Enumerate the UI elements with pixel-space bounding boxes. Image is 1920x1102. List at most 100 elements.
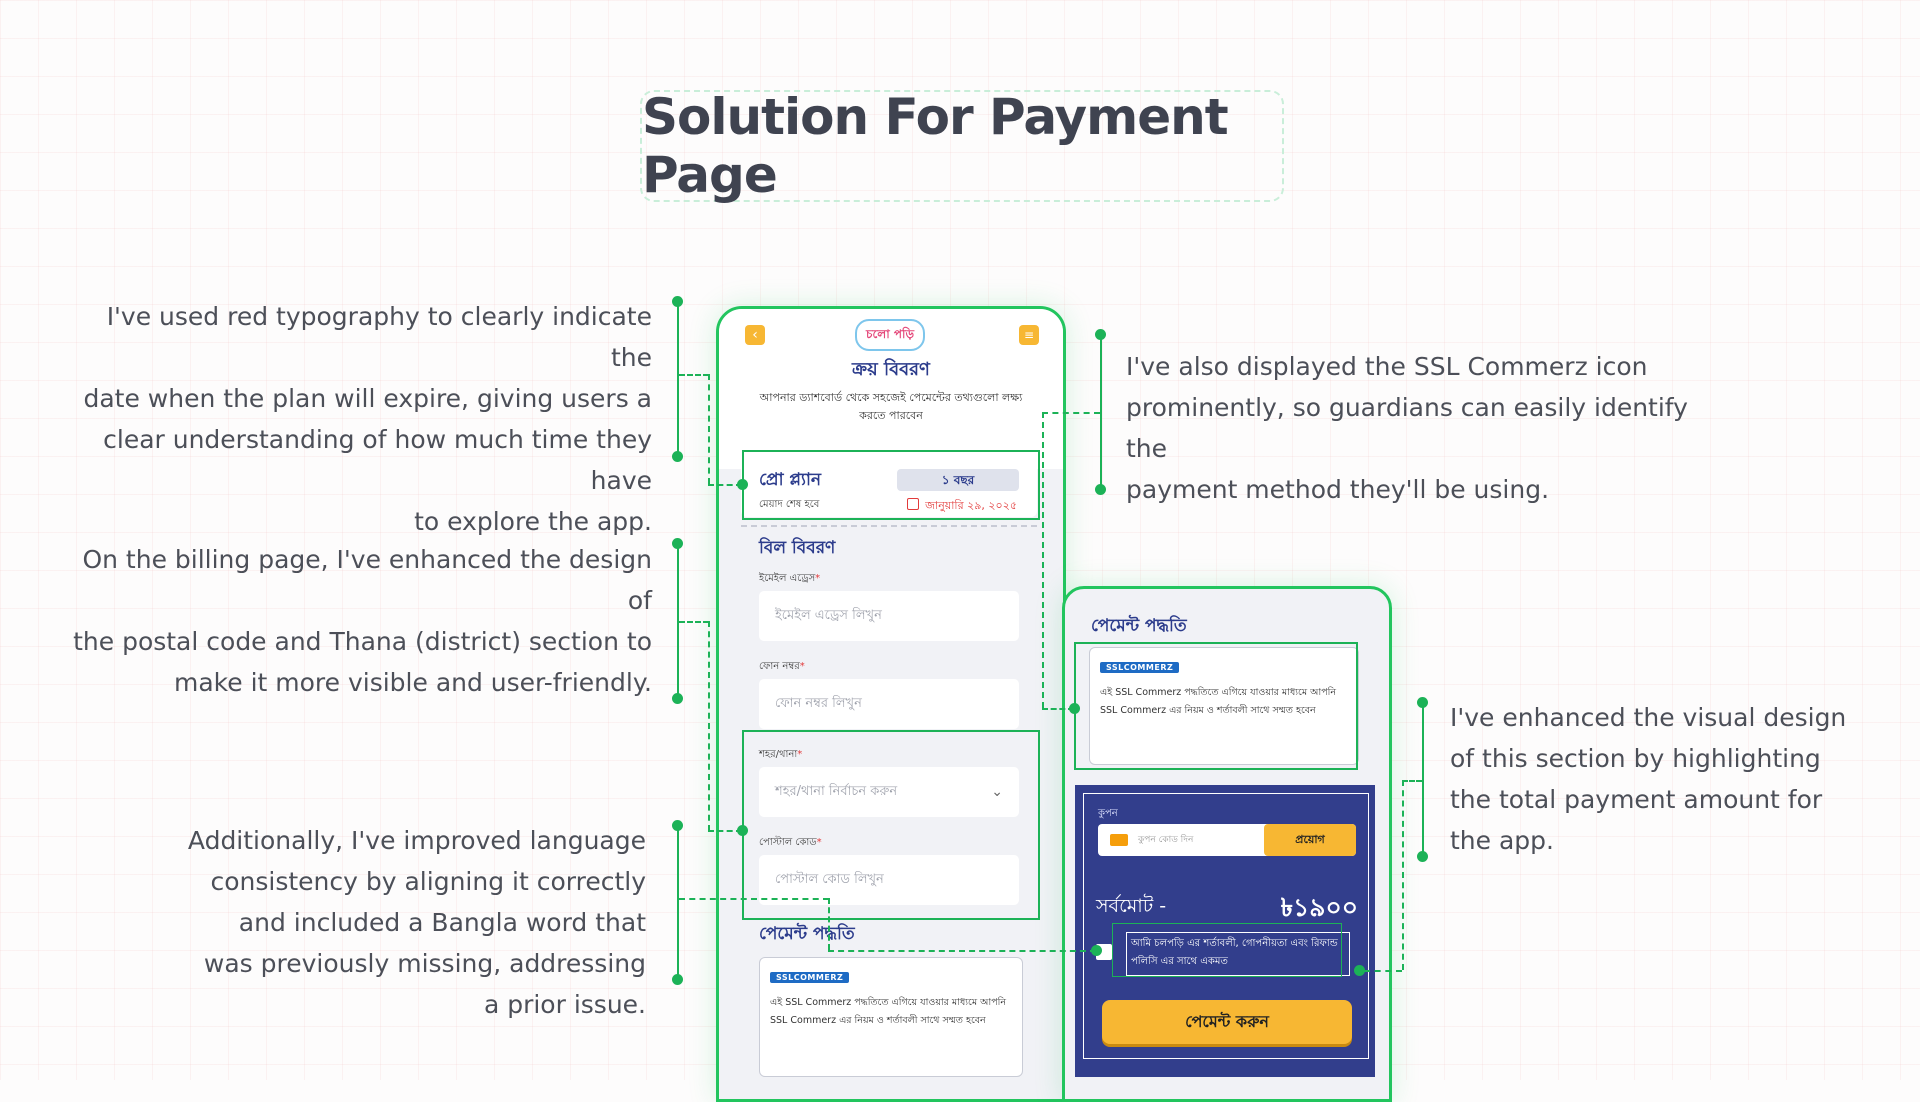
- email-label: ইমেইল এড্রেস*: [759, 573, 821, 584]
- plan-duration-badge: ১ বছর: [897, 469, 1019, 491]
- total-frame: কুপন কুপন কোড দিন প্রয়োগ সর্বমোট - ৳১৯০…: [1083, 793, 1369, 1059]
- phone-field[interactable]: ফোন নম্বর লিখুন: [759, 679, 1019, 729]
- connector: [679, 898, 829, 900]
- note-line: date when the plan will expire, giving u…: [83, 384, 652, 413]
- pay-button[interactable]: পেমেন্ট করুন: [1102, 1000, 1352, 1044]
- total-section: কুপন কুপন কোড দিন প্রয়োগ সর্বমোট - ৳১৯০…: [1075, 785, 1375, 1077]
- note-line: the postal code and Thana (district) sec…: [73, 627, 652, 656]
- purchase-subtitle: আপনার ড্যাশবোর্ড থেকে সহজেই পেমেন্টের তথ…: [759, 391, 1023, 422]
- connector: [828, 898, 830, 950]
- phone-checkout-screen: পেমেন্ট পদ্ধতি SSLCOMMERZ এই SSL Commerz…: [1062, 586, 1392, 1102]
- apply-coupon-button[interactable]: প্রয়োগ: [1264, 824, 1356, 856]
- connector: [1402, 780, 1422, 782]
- bracket-dot: [1095, 484, 1106, 495]
- bracket-dot: [1417, 697, 1428, 708]
- bracket-dot: [672, 693, 683, 704]
- sslcommerz-logo: SSLCOMMERZ: [770, 972, 850, 983]
- note-line: the total payment amount for: [1450, 785, 1823, 814]
- bracket-dot: [672, 296, 683, 307]
- bracket-dot: [672, 451, 683, 462]
- connector: [1402, 780, 1404, 970]
- sslcommerz-logo: SSLCOMMERZ: [1100, 662, 1180, 673]
- coupon-label: কুপন: [1098, 808, 1118, 819]
- note-line: payment method they'll be using.: [1126, 475, 1550, 504]
- connector: [708, 621, 710, 831]
- note-ssl: I've also displayed the SSL Commerz icon…: [1126, 346, 1726, 510]
- plan-name: প্রো প্ল্যান: [759, 470, 822, 490]
- divider: [741, 525, 1037, 527]
- note-line: of this section by highlighting: [1450, 744, 1821, 773]
- bracket-line: [677, 825, 679, 979]
- total-amount: ৳১৯০০: [1280, 893, 1358, 922]
- note-line: I've enhanced the visual design: [1450, 703, 1847, 732]
- highlight-address: [742, 730, 1040, 920]
- chevron-down-icon: ⌄: [991, 784, 1003, 800]
- note-line: and included a Bangla word that: [238, 908, 646, 937]
- checkout-payment-title: পেমেন্ট পদ্ধতি: [1091, 616, 1187, 636]
- city-select-placeholder: শহর/থানা নির্বাচন করুন: [775, 784, 898, 799]
- note-line: the app.: [1450, 826, 1554, 855]
- bracket-dot: [672, 974, 683, 985]
- coupon-icon: [1110, 834, 1128, 846]
- connector: [1042, 708, 1074, 710]
- bracket-dot: [672, 820, 683, 831]
- note-line: to explore the app.: [414, 507, 652, 536]
- postal-field[interactable]: পোস্টাল কোড লিখুন: [759, 855, 1019, 905]
- bracket-line: [677, 543, 679, 699]
- plan-expiry-date: জানুয়ারি ২৯, ২০২৫: [907, 497, 1017, 516]
- note-line: clear understanding of how much time the…: [103, 425, 652, 495]
- note-billing: On the billing page, I've enhanced the d…: [60, 539, 652, 703]
- connector: [708, 484, 742, 486]
- coupon-placeholder: কুপন কোড দিন: [1138, 835, 1194, 845]
- title-frame: Solution For Payment Page: [640, 88, 1284, 204]
- city-label: শহর/থানা*: [759, 749, 803, 760]
- note-language: Additionally, I've improved language con…: [160, 820, 646, 1025]
- connector: [828, 950, 1096, 952]
- note-total: I've enhanced the visual design of this …: [1450, 697, 1870, 861]
- app-logo: চলো পড়ি: [855, 319, 925, 351]
- bracket-dot: [737, 825, 748, 836]
- bracket-dot: [737, 479, 748, 490]
- bracket-dot: [1091, 945, 1102, 956]
- ssl-description: এই SSL Commerz পদ্ধতিতে এগিয়ে যাওয়ার ম…: [770, 997, 1007, 1026]
- billing-title: বিল বিবরণ: [759, 538, 836, 558]
- bracket-dot: [1095, 329, 1106, 340]
- note-line: On the billing page, I've enhanced the d…: [82, 545, 652, 615]
- note-expiry: I've used red typography to clearly indi…: [60, 296, 652, 542]
- connector: [708, 374, 710, 484]
- terms-text[interactable]: আমি চলপড়ি এর শর্তাবলী, গোপনীয়তা এবং রি…: [1126, 932, 1350, 976]
- connector: [1042, 412, 1044, 708]
- chevron-left-icon[interactable]: ‹: [745, 325, 765, 345]
- note-line: make it more visible and user-friendly.: [173, 668, 652, 697]
- phone-purchase-screen: ‹ চলো পড়ি ≡ ক্রয় বিবরণ আপনার ড্যাশবোর্…: [716, 306, 1066, 1102]
- email-field[interactable]: ইমেইল এড্রেস লিখুন: [759, 591, 1019, 641]
- connector: [708, 830, 742, 832]
- purchase-header: [719, 309, 1063, 469]
- connector: [679, 621, 709, 623]
- note-line: was previously missing, addressing: [203, 949, 646, 978]
- note-line: I've used red typography to clearly indi…: [106, 302, 652, 372]
- plan-card: প্রো প্ল্যান ১ বছর মেয়াদ শেষ হবে জানুয়…: [741, 457, 1037, 517]
- note-line: Additionally, I've improved language: [187, 826, 646, 855]
- payment-method-title: পেমেন্ট পদ্ধতি: [759, 924, 855, 944]
- highlight-terms: [1112, 923, 1342, 977]
- page-title: Solution For Payment Page: [642, 88, 1229, 204]
- bracket-line: [1100, 334, 1102, 490]
- note-line: consistency by aligning it correctly: [210, 867, 646, 896]
- coupon-field[interactable]: কুপন কোড দিন প্রয়োগ: [1098, 824, 1356, 856]
- checkout-ssl-option[interactable]: SSLCOMMERZ এই SSL Commerz পদ্ধতিতে এগিয়…: [1089, 647, 1359, 765]
- phone-label-text: ফোন নম্বর: [759, 661, 800, 672]
- plan-expiry-label: মেয়াদ শেষ হবে: [759, 499, 820, 510]
- menu-icon[interactable]: ≡: [1019, 325, 1039, 345]
- ssl-payment-option[interactable]: SSLCOMMERZ এই SSL Commerz পদ্ধতিতে এগিয়…: [759, 957, 1023, 1077]
- phone-label: ফোন নম্বর*: [759, 661, 805, 672]
- bracket-dot: [672, 538, 683, 549]
- purchase-title: ক্রয় বিবরণ: [852, 359, 930, 380]
- ssl-description: এই SSL Commerz পদ্ধতিতে এগিয়ে যাওয়ার ম…: [1100, 687, 1337, 716]
- city-select[interactable]: শহর/থানা নির্বাচন করুন ⌄: [759, 767, 1019, 817]
- bracket-dot: [1069, 703, 1080, 714]
- highlight-plan: [742, 450, 1040, 520]
- note-line: a prior issue.: [483, 990, 646, 1019]
- note-line: I've also displayed the SSL Commerz icon: [1126, 352, 1648, 381]
- connector: [1364, 970, 1402, 972]
